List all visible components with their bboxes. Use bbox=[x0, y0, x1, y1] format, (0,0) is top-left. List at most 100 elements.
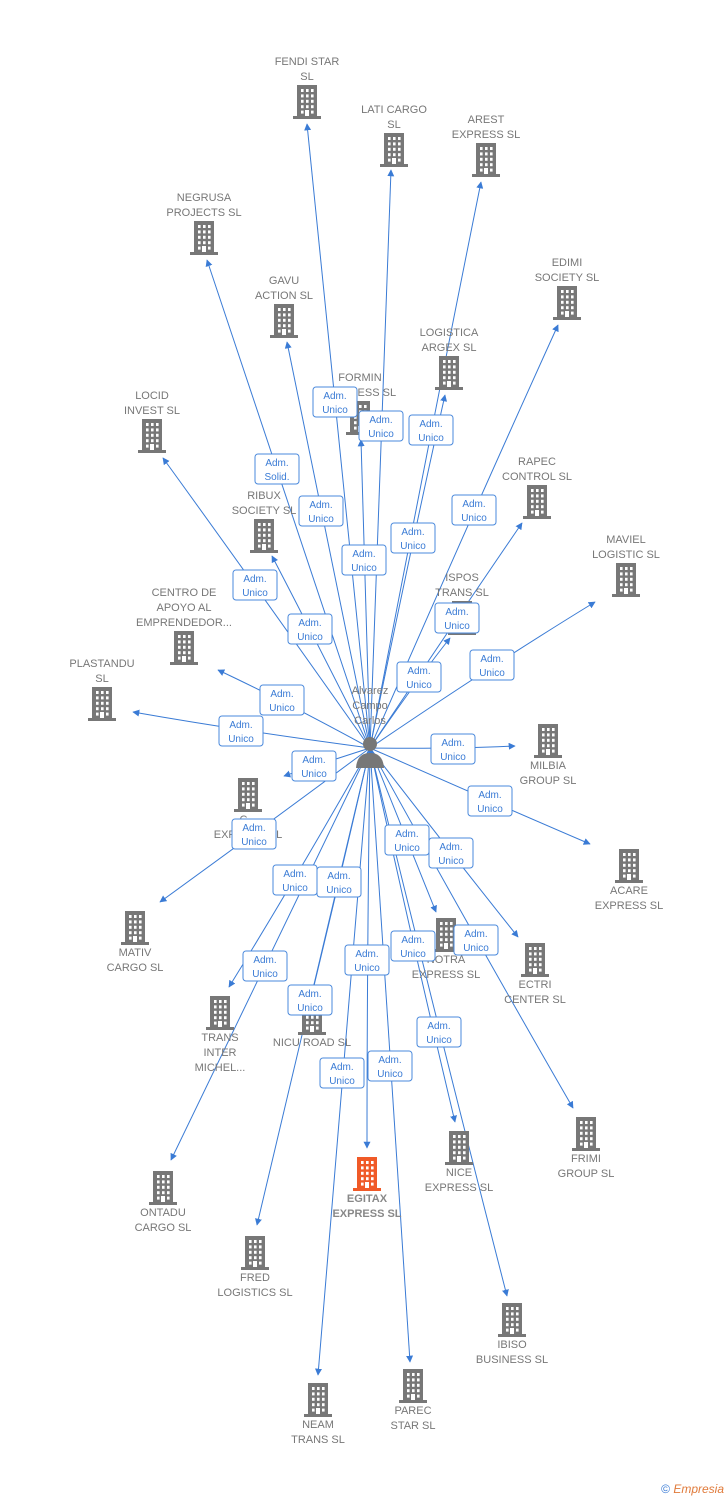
role-label-acare[interactable]: Adm.Unico bbox=[467, 785, 513, 817]
company-label: IBISO bbox=[497, 1339, 527, 1351]
role-text: Unico bbox=[463, 943, 489, 954]
role-text: Adm. bbox=[464, 929, 487, 940]
role-label-egitax[interactable]: Adm.Unico bbox=[344, 944, 390, 976]
company-label: PAREC bbox=[394, 1405, 431, 1417]
role-text: Unico bbox=[282, 883, 308, 894]
role-text: Adm. bbox=[265, 458, 288, 469]
role-label-notra[interactable]: Adm.Unico bbox=[384, 824, 430, 856]
role-text: Adm. bbox=[309, 500, 332, 511]
company-label: LOGISTICS SL bbox=[217, 1287, 292, 1299]
role-label-fendi[interactable]: Adm.Unico bbox=[312, 386, 358, 418]
company-node-fred[interactable]: FRED LOGISTICS SL bbox=[217, 1236, 293, 1299]
role-text: Adm. bbox=[439, 842, 462, 853]
role-text: Adm. bbox=[395, 829, 418, 840]
role-label-ontadu[interactable]: Adm.Unico bbox=[242, 950, 288, 982]
role-label-fred[interactable]: Adm.Unico bbox=[287, 984, 333, 1016]
role-label-negrusa[interactable]: Adm.Solid. bbox=[254, 453, 300, 485]
building-icon bbox=[304, 1383, 332, 1417]
company-label: INVEST SL bbox=[124, 405, 180, 417]
role-label-maviel[interactable]: Adm.Unico bbox=[469, 649, 515, 681]
role-label-nice[interactable]: Adm.Unico bbox=[390, 930, 436, 962]
role-text: Unico bbox=[406, 680, 432, 691]
role-label-centro[interactable]: Adm.Unico bbox=[259, 684, 305, 716]
role-label-ispos[interactable]: Adm. Unico bbox=[396, 661, 442, 693]
role-label-neam[interactable]: Adm.Unico bbox=[319, 1057, 365, 1089]
role-label-trans[interactable]: Adm.Unico bbox=[272, 864, 318, 896]
role-text: Unico bbox=[252, 969, 278, 980]
role-label-ectri[interactable]: Adm.Unico bbox=[428, 837, 474, 869]
edge-to-arest bbox=[369, 181, 484, 749]
role-label-milbia[interactable]: Adm.Unico bbox=[430, 733, 476, 765]
building-icon bbox=[399, 1369, 427, 1403]
company-label: FRED bbox=[240, 1272, 270, 1284]
company-node-trans[interactable]: TRANSINTERMICHEL... bbox=[195, 996, 246, 1074]
company-label: EMPRENDEDOR... bbox=[136, 617, 232, 629]
role-label-ibiso[interactable]: Adm.Unico bbox=[416, 1016, 462, 1048]
role-text: Unico bbox=[477, 804, 503, 815]
role-text: Unico bbox=[479, 668, 505, 679]
edge-to-negrusa bbox=[205, 259, 371, 749]
role-label-ribux[interactable]: Adm.Unico bbox=[287, 613, 333, 645]
role-text: Unico bbox=[308, 514, 334, 525]
role-label-parec[interactable]: Adm.Unico bbox=[367, 1050, 413, 1082]
role-text: Unico bbox=[351, 563, 377, 574]
role-label-nicu[interactable]: Adm.Unico bbox=[316, 866, 362, 898]
company-label: PLASTANDU bbox=[69, 658, 134, 670]
company-label: NICE bbox=[446, 1167, 472, 1179]
role-label-edimi[interactable]: Adm.Unico bbox=[451, 494, 497, 526]
role-label-arest[interactable]: Adm.Unico bbox=[408, 414, 454, 446]
company-label: FENDI STAR bbox=[275, 56, 340, 68]
role-label-frimi[interactable]: Adm. Unico bbox=[453, 924, 499, 956]
role-label-mativ[interactable]: Adm.Unico bbox=[231, 818, 277, 850]
role-text: Adm. bbox=[407, 666, 430, 677]
role-text: Adm. bbox=[229, 720, 252, 731]
company-label: ISPOS bbox=[445, 572, 479, 584]
company-label: NICU ROAD SL bbox=[273, 1037, 351, 1049]
role-label-cexp[interactable]: Adm.Unico bbox=[291, 750, 337, 782]
company-label: GAVU bbox=[269, 275, 299, 287]
role-label-locid[interactable]: Adm.Unico bbox=[232, 569, 278, 601]
role-label-lati[interactable]: Adm.Unico bbox=[358, 410, 404, 442]
role-text: Adm. bbox=[445, 607, 468, 618]
company-label: EGITAX bbox=[347, 1193, 388, 1205]
company-label: TRANS SL bbox=[291, 1434, 345, 1446]
role-text: Unico bbox=[418, 433, 444, 444]
footer-brand[interactable]: © Empresia bbox=[661, 1482, 724, 1496]
role-label-gavu[interactable]: Adm. Unico bbox=[298, 495, 344, 527]
role-label-rapec[interactable]: Adm. Unico bbox=[434, 602, 480, 634]
role-label-plastandu[interactable]: Adm.Unico bbox=[218, 715, 264, 747]
role-label-logistica[interactable]: Adm.Unico bbox=[390, 522, 436, 554]
role-label-formin[interactable]: Adm. Unico bbox=[341, 544, 387, 576]
role-text: Unico bbox=[461, 513, 487, 524]
role-text: Unico bbox=[444, 621, 470, 632]
role-text: Adm. bbox=[352, 549, 375, 560]
company-label: PROJECTS SL bbox=[166, 207, 241, 219]
